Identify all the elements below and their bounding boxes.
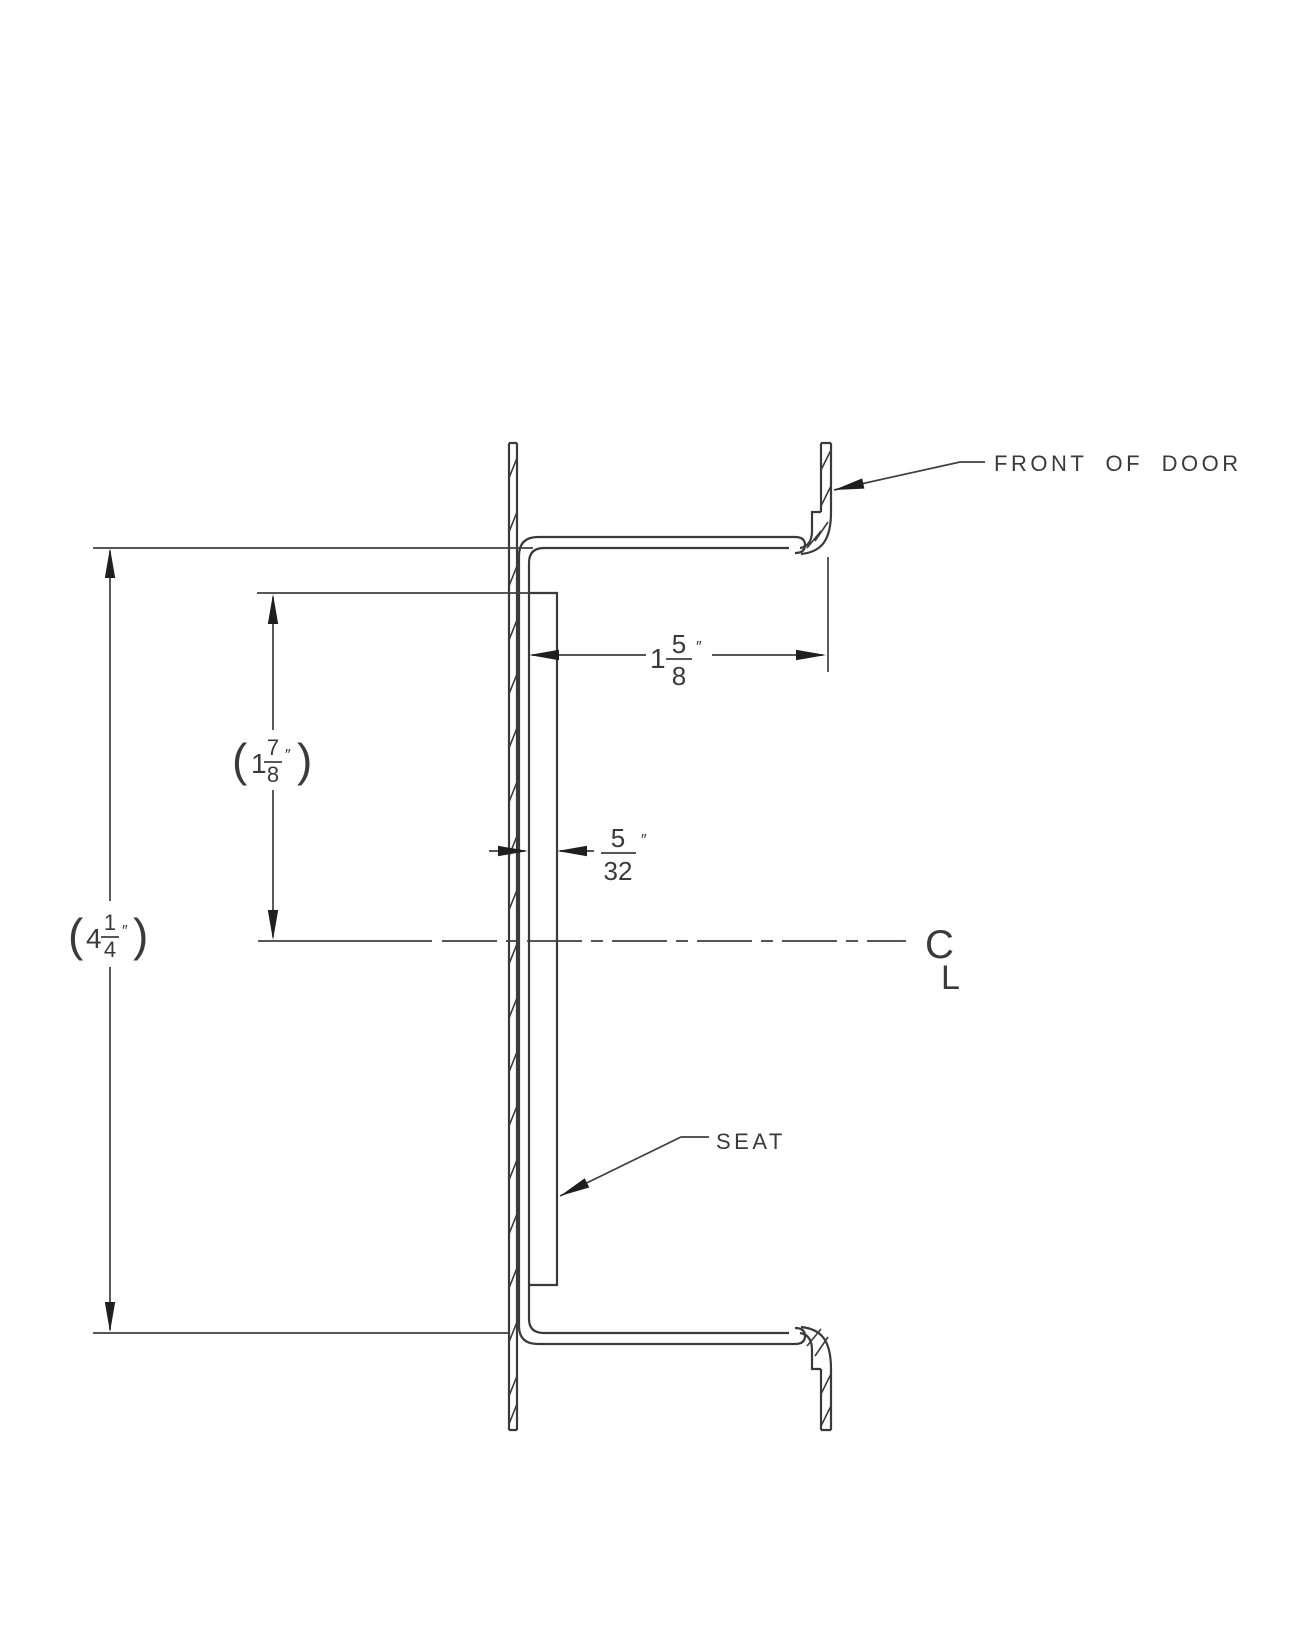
overall-open-paren: ( [68,909,84,961]
seat-callout: SEAT [559,1129,786,1197]
dimension-overall-height: ( 4 1 4 ″ ) [68,548,148,1332]
door-face-top-hatching [806,449,832,549]
backset-unit: ″ [696,639,702,656]
door-face-bottom-hatching [806,1328,832,1427]
dimension-seat-thickness: 5 32 ″ [489,823,647,886]
overall-whole: 4 [86,923,102,954]
backset-numerator: 5 [672,629,686,659]
overall-close-paren: ) [133,909,148,961]
centerline-symbol-c: C [925,923,954,967]
overall-arrow-down [104,1302,116,1332]
centerline-symbol-l: L [941,959,960,997]
door-face-top-bend [799,510,833,556]
seat-thickness-arrow-right [498,845,528,857]
return-bottom-hem-cap [794,1326,807,1346]
seat-label: SEAT [716,1129,786,1154]
door-face-top [799,441,833,556]
return-top-hem-cap [794,535,807,555]
overall-unit: ″ [122,923,128,940]
door-face-bottom-outline [819,1369,833,1432]
front-of-door-leader [833,461,985,491]
door-face-bottom [799,1325,833,1432]
frame-web-outline [507,441,519,1432]
seat-cl-whole: 1 [251,748,267,779]
seat-cl-arrow-up [267,594,279,624]
return-top-run [517,535,795,564]
return-bottom-run [517,1318,795,1346]
seat-cl-close-paren: ) [297,734,312,786]
overall-numerator: 1 [104,910,116,935]
seat-thickness-unit: ″ [641,832,647,849]
dimension-door-backset: 1 5 8 ″ [529,629,826,691]
door-face-top-outline [819,441,833,512]
backset-arrow-right [796,649,826,661]
seat-cl-denominator: 8 [267,762,279,787]
seat-leader [559,1136,709,1197]
seat-cl-open-paren: ( [232,734,248,786]
door-face-bottom-bend [799,1325,833,1371]
backset-arrow-left [529,649,559,661]
overall-arrow-up [104,548,116,578]
backset-denominator: 8 [672,661,686,691]
frame-web-hatching [508,457,518,1425]
front-of-door-callout: FRONT OF DOOR [833,451,1242,491]
frame-return-profile [517,535,807,1346]
seat-cl-unit: ″ [285,747,291,764]
centerline: C L [258,923,960,997]
seat-cl-numerator: 7 [267,735,279,760]
seat-thickness-arrow-left [557,845,587,857]
backset-whole: 1 [650,643,666,674]
front-of-door-arrow [834,478,865,490]
seat-arrow [560,1178,590,1196]
seat-plate [529,591,559,1287]
seat-thickness-denominator: 32 [604,856,633,886]
seat-thickness-numerator: 5 [611,823,625,853]
front-of-door-label: FRONT OF DOOR [994,451,1242,476]
dimension-seat-to-centerline: ( 1 7 8 ″ ) [232,594,312,940]
overall-denominator: 4 [104,937,116,962]
seat-cl-arrow-down [267,910,279,940]
frame-web [507,441,519,1432]
